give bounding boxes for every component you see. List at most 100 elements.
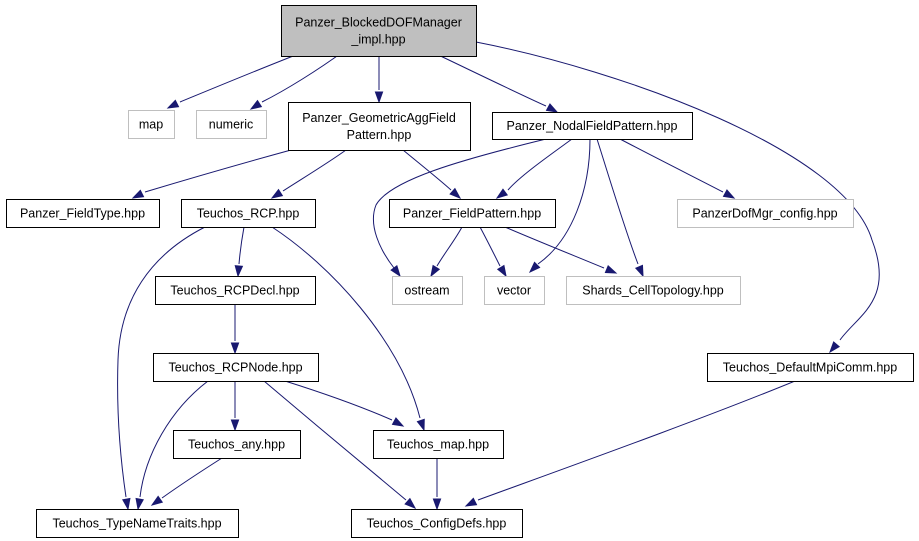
edge-rcpnode-to-typename xyxy=(135,380,209,511)
edge-nodal-to-shards xyxy=(596,138,644,278)
arrowhead xyxy=(374,91,384,104)
node-label: Teuchos_TypeNameTraits.hpp xyxy=(52,517,221,531)
node-label: Teuchos_any.hpp xyxy=(188,438,285,452)
node-label: map xyxy=(139,118,163,132)
node-fieldtype[interactable]: Panzer_FieldType.hpp xyxy=(6,199,160,228)
arrowhead xyxy=(430,264,441,278)
node-label: Panzer_BlockedDOFManager xyxy=(295,16,462,30)
edge-fieldpattern-to-ostream xyxy=(430,226,463,278)
node-box xyxy=(36,509,239,538)
node-fieldpattern[interactable]: Panzer_FieldPattern.hpp xyxy=(389,199,556,228)
node-ostream: ostream xyxy=(392,276,463,305)
node-label: _impl.hpp xyxy=(350,33,405,47)
arrowhead xyxy=(270,188,284,199)
edge-root-to-numeric xyxy=(249,50,345,110)
node-label: Panzer_GeometricAggField xyxy=(302,111,456,125)
node-label: Teuchos_DefaultMpiComm.hpp xyxy=(723,361,897,375)
edge-nodal-to-ostream xyxy=(372,138,547,278)
node-rcpnode[interactable]: Teuchos_RCPNode.hpp xyxy=(153,353,319,382)
edge-geomagg-to-fieldtype xyxy=(131,149,292,199)
node-label: Teuchos_RCPNode.hpp xyxy=(168,361,302,375)
arrowhead xyxy=(604,264,618,274)
node-label: Panzer_FieldType.hpp xyxy=(20,207,145,221)
node-label: Shards_CellTopology.hpp xyxy=(582,284,724,298)
arrowhead xyxy=(234,265,244,278)
node-shards: Shards_CellTopology.hpp xyxy=(566,276,741,305)
arrowhead xyxy=(404,497,417,509)
node-box xyxy=(155,276,316,305)
arrowhead xyxy=(432,498,442,511)
node-rcpdecl[interactable]: Teuchos_RCPDecl.hpp xyxy=(155,276,316,305)
node-mpicomm[interactable]: Teuchos_DefaultMpiComm.hpp xyxy=(707,353,914,382)
node-label: Teuchos_RCP.hpp xyxy=(197,207,300,221)
node-label: Teuchos_map.hpp xyxy=(387,438,489,452)
arrowhead xyxy=(634,264,644,278)
arrowhead xyxy=(722,189,736,199)
edge-rcpdecl-to-rcpnode xyxy=(230,304,240,355)
arrowhead xyxy=(390,265,401,278)
arrowhead xyxy=(131,189,145,199)
arrowhead xyxy=(249,99,263,110)
edge-rcpnode-to-configdefs xyxy=(263,380,417,509)
node-nodal[interactable]: Panzer_NodalFieldPattern.hpp xyxy=(492,112,693,140)
arrowhead xyxy=(166,99,180,109)
edge-root-to-mpicomm xyxy=(475,41,880,354)
node-numeric: numeric xyxy=(196,110,267,139)
edge-root-to-nodal xyxy=(429,50,559,113)
node-box xyxy=(389,199,556,228)
node-box xyxy=(351,509,523,538)
edge-rcpnode-to-tmap xyxy=(284,380,405,427)
node-box xyxy=(173,430,301,459)
node-box xyxy=(196,110,267,139)
arrowhead xyxy=(150,495,164,506)
node-box xyxy=(288,102,471,151)
arrowhead xyxy=(416,418,425,432)
node-label: vector xyxy=(497,284,531,298)
arrowhead xyxy=(496,264,507,278)
node-label: PanzerDofMgr_config.hpp xyxy=(692,207,837,221)
arrowhead xyxy=(230,419,240,432)
arrowhead xyxy=(545,103,559,113)
node-box xyxy=(373,430,504,459)
edge-rcp-to-tmap xyxy=(271,226,425,432)
edge-nodal-to-fieldpattern xyxy=(495,138,573,199)
node-any[interactable]: Teuchos_any.hpp xyxy=(173,430,301,459)
node-box xyxy=(153,353,319,382)
node-rcp[interactable]: Teuchos_RCP.hpp xyxy=(181,199,316,228)
edge-fieldpattern-to-shards xyxy=(504,226,618,274)
node-typename[interactable]: Teuchos_TypeNameTraits.hpp xyxy=(36,509,239,538)
node-label: ostream xyxy=(404,284,449,298)
edge-root-to-map xyxy=(166,50,307,109)
arrowhead xyxy=(464,497,478,507)
arrowhead xyxy=(829,341,841,354)
arrowhead xyxy=(135,497,144,511)
arrowhead xyxy=(449,187,462,199)
node-root[interactable]: Panzer_BlockedDOFManager _impl.hpp xyxy=(281,5,477,57)
node-box xyxy=(392,276,463,305)
node-box xyxy=(128,110,175,139)
node-label: Panzer_FieldPattern.hpp xyxy=(403,207,541,221)
node-box xyxy=(6,199,160,228)
node-configdefs[interactable]: Teuchos_ConfigDefs.hpp xyxy=(351,509,523,538)
edge-rcpnode-to-any xyxy=(230,381,240,432)
node-box xyxy=(281,5,477,57)
edge-nodal-to-vector xyxy=(528,138,591,274)
node-tmap[interactable]: Teuchos_map.hpp xyxy=(373,430,504,459)
node-label: numeric xyxy=(209,118,253,132)
node-label: Teuchos_RCPDecl.hpp xyxy=(170,284,299,298)
arrowhead xyxy=(495,188,509,199)
node-box xyxy=(677,199,854,228)
edge-fieldpattern-to-vector xyxy=(479,226,507,278)
node-vector: vector xyxy=(484,276,545,305)
node-dofmgr: PanzerDofMgr_config.hpp xyxy=(677,199,854,228)
node-map: map xyxy=(128,110,175,139)
edge-mpicomm-to-configdefs xyxy=(464,380,796,507)
edge-rcp-to-typename xyxy=(117,226,206,511)
arrowhead xyxy=(528,261,541,274)
arrowhead xyxy=(122,497,131,511)
arrowhead xyxy=(391,417,405,427)
node-box xyxy=(492,112,693,140)
node-box xyxy=(484,276,545,305)
